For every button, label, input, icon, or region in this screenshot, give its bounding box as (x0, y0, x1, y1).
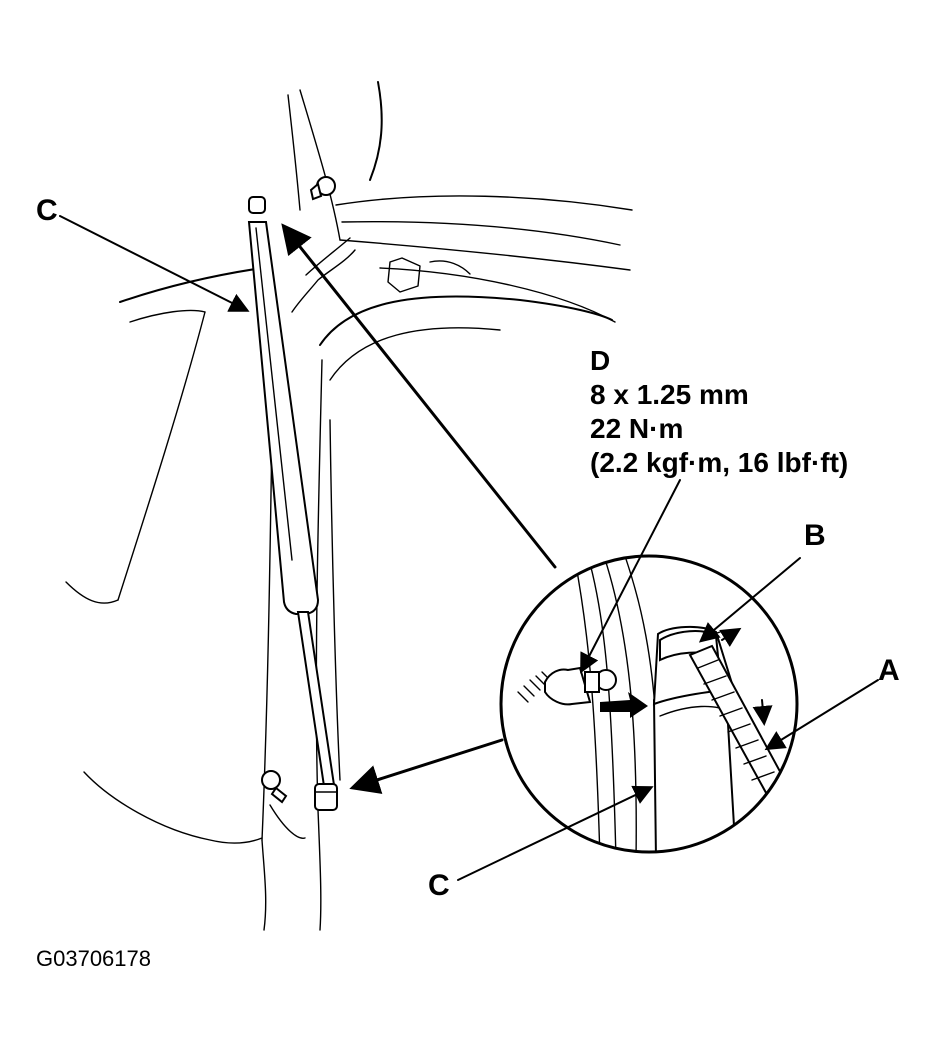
leader-a (764, 679, 879, 751)
strut-top-end (248, 196, 266, 214)
figure-code: G03706178 (36, 946, 151, 971)
leader-c-top (59, 215, 250, 312)
callout-c-top: C (36, 194, 58, 227)
callout-d: D (590, 345, 610, 376)
leader-to-lower-mount (349, 738, 504, 794)
leader-d (580, 479, 681, 674)
ball-stud-bolt (517, 666, 617, 706)
install-direction-arrow (600, 692, 648, 718)
callout-b: B (804, 519, 826, 552)
upper-ball-stud (309, 176, 336, 201)
strut-bottom-end (314, 783, 338, 811)
leader-c-bottom (457, 785, 654, 881)
detail-view (499, 554, 799, 854)
vehicle-body-outline (65, 81, 633, 931)
detail-circle-border (499, 554, 799, 854)
fastener-torque-alt: (2.2 kgf·m, 16 lbf·ft) (590, 447, 848, 478)
support-strut (247, 196, 338, 811)
strut-cylinder (247, 221, 320, 615)
lower-ball-stud (261, 770, 288, 804)
callout-a: A (878, 654, 900, 687)
fastener-torque: 22 N·m (590, 413, 683, 444)
leader-to-upper-mount (281, 223, 557, 569)
callout-c-bottom: C (428, 869, 450, 902)
fastener-size: 8 x 1.25 mm (590, 379, 749, 410)
leader-b (698, 557, 801, 643)
